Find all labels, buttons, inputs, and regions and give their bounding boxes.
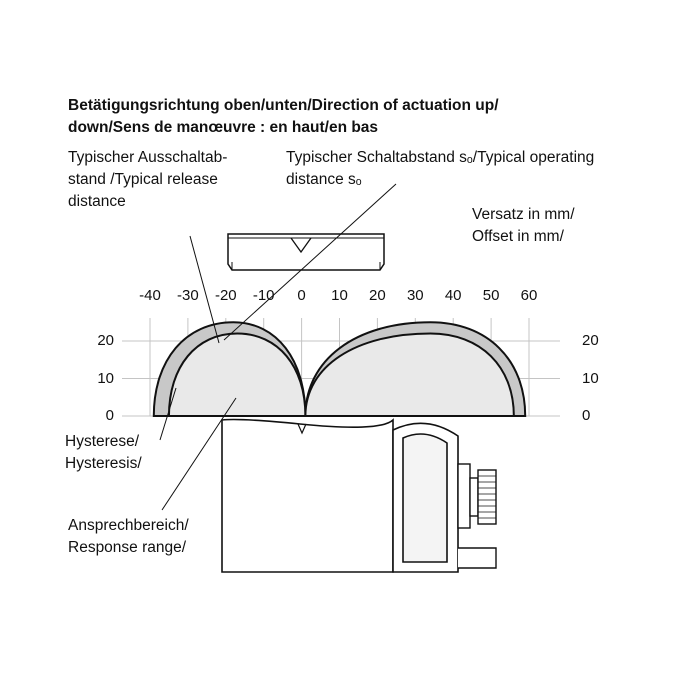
response-label-line1: Ansprechbereich/ bbox=[68, 517, 189, 534]
sensing-areas bbox=[152, 321, 527, 417]
sensor-body bbox=[221, 418, 459, 573]
offset-label-line1: Versatz in mm/ bbox=[472, 206, 575, 223]
y-tick-label-left: 0 bbox=[105, 407, 114, 424]
release-leader-line bbox=[189, 235, 220, 344]
release-label-line3: distance bbox=[68, 193, 126, 210]
x-tick-label: 20 bbox=[369, 287, 386, 304]
response-label-line2: Response range/ bbox=[68, 539, 187, 556]
x-tick-label: -30 bbox=[177, 287, 199, 304]
x-tick-label: -20 bbox=[214, 287, 237, 304]
release-label-line1: Typischer Ausschaltab- bbox=[68, 149, 228, 166]
operating-label-line2: distance sₒ bbox=[286, 171, 362, 188]
hysteresis-label-line2: Hysteresis/ bbox=[65, 455, 142, 472]
y-tick-label-right: 10 bbox=[582, 369, 599, 387]
response-lobe bbox=[167, 332, 307, 417]
release-label-line2: stand /Typical release bbox=[68, 171, 218, 188]
y-tick-label-right: 20 bbox=[582, 332, 599, 349]
x-tick-label: -40 bbox=[139, 287, 161, 304]
offset-label-line2: Offset in mm/ bbox=[472, 228, 564, 245]
y-tick-label-left: 20 bbox=[97, 332, 114, 349]
x-tick-label: 60 bbox=[520, 287, 538, 304]
x-tick-label: 30 bbox=[406, 287, 424, 304]
x-tick-label: 0 bbox=[297, 287, 306, 304]
operating-label-line1: Typischer Schaltabstand sₒ/Typical opera… bbox=[286, 149, 595, 166]
diagram-title-line2: down/Sens de manœuvre : en haut/en bas bbox=[68, 119, 379, 136]
response-leader-line bbox=[161, 397, 237, 511]
x-tick-label: 10 bbox=[331, 287, 348, 304]
leader-lines bbox=[159, 183, 397, 511]
response-lobe bbox=[304, 332, 515, 417]
cable-connector bbox=[457, 463, 497, 569]
x-tick-label: 50 bbox=[482, 287, 500, 304]
actuator-target bbox=[227, 233, 385, 271]
hysteresis-label-line1: Hysterese/ bbox=[65, 433, 140, 450]
operating-leader-line bbox=[223, 183, 397, 341]
hysteresis-leader-line bbox=[159, 387, 177, 441]
y-tick-label-right: 0 bbox=[582, 407, 591, 424]
diagram-title-line1: Betätigungsrichtung oben/unten/Direction… bbox=[68, 97, 499, 114]
y-tick-label-left: 10 bbox=[97, 369, 114, 387]
x-tick-label: 40 bbox=[444, 287, 462, 304]
